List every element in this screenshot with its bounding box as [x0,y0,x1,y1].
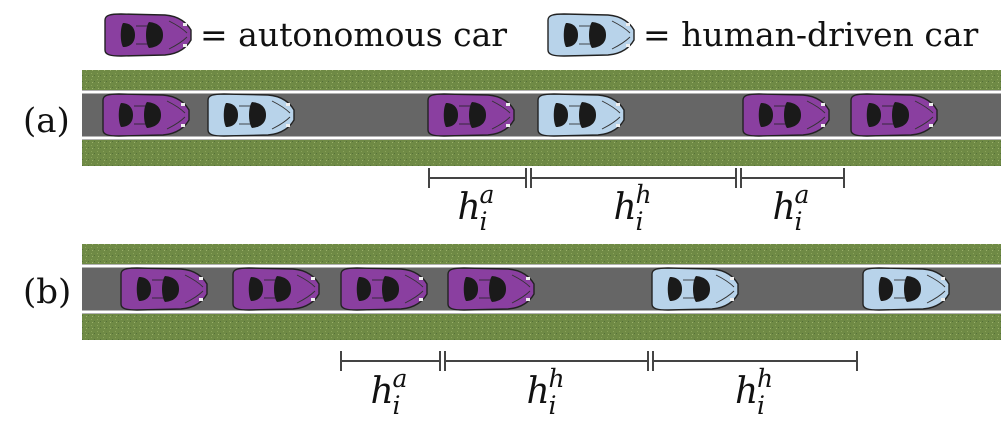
headway-subscript: i [549,391,557,420]
human-driven-car-icon [547,13,635,57]
autonomous-car [102,93,190,137]
autonomous-car-icon [104,13,192,57]
headway-superscript: a [795,180,810,209]
autonomous-car [120,267,208,311]
legend-autonomous-label: = autonomous car [200,15,507,54]
headway-label: h [735,371,758,412]
headway-label: h [614,187,637,228]
headway-subscript: i [795,207,803,236]
cars-a [102,93,938,137]
panel-a-label: (a) [23,101,70,141]
autonomous-car [232,267,320,311]
autonomous-car [447,267,535,311]
headway-label: h [773,187,796,228]
autonomous-car [850,93,938,137]
human-driven-car-icon [547,13,635,57]
headway-superscript: h [757,364,773,393]
headway-label: h [527,371,550,412]
headway-label: h [458,187,481,228]
headway-superscript: h [549,364,565,393]
headway-subscript: i [393,391,401,420]
headway-h: hhi [530,168,737,236]
autonomous-car [427,93,515,137]
human-driven-car [537,93,625,137]
legend-human-label: = human-driven car [643,15,979,54]
headway-subscript: i [636,207,644,236]
headway-subscript: i [757,391,765,420]
headway-label: h [371,371,394,412]
headway-superscript: h [636,180,652,209]
human-driven-car [207,93,295,137]
headway-a: hai [740,168,845,236]
headway-a: hai [428,168,527,236]
headway-superscript: a [393,364,408,393]
headway-superscript: a [480,180,495,209]
human-driven-car [651,267,739,311]
legend: = autonomous car = human-driven car [104,13,979,57]
autonomous-car-icon [104,13,192,57]
headway-h: hhi [444,351,649,420]
panel-b-label: (b) [23,272,71,312]
autonomous-car [742,93,830,137]
cars-b [120,267,950,311]
headway-subscript: i [480,207,488,236]
autonomous-car [340,267,428,311]
human-driven-car [862,267,950,311]
headway-h: hhi [652,351,858,420]
headway-a: hai [340,351,441,420]
